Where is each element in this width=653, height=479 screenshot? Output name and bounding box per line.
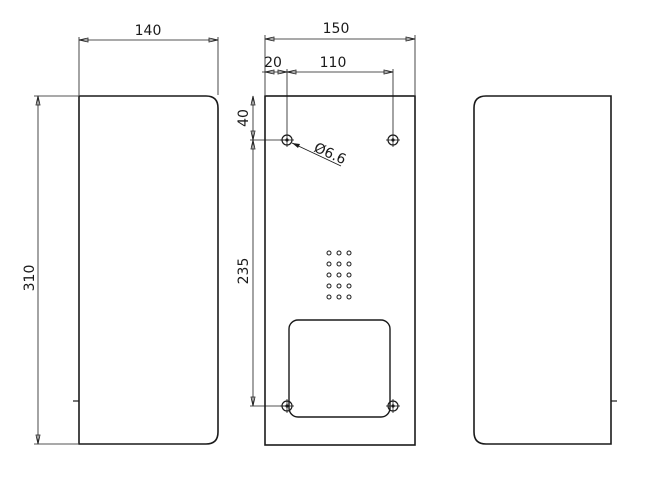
- mounting-hole-top-right: [386, 133, 400, 147]
- dimension-hole-y: 40 235: [236, 95, 286, 407]
- left-side-view: [73, 95, 219, 445]
- grille-hole: [326, 272, 332, 278]
- grille-hole: [336, 283, 342, 289]
- dimension-label-235: 235: [236, 258, 252, 285]
- mounting-hole-bottom-right: [386, 399, 400, 413]
- dimension-label-20: 20: [264, 55, 282, 71]
- dimension-width-front: 150: [264, 21, 416, 95]
- speaker-grille: [326, 250, 352, 300]
- grille-hole: [326, 283, 332, 289]
- right-side-view: [473, 95, 617, 445]
- left-view-outline: [78, 95, 219, 445]
- grille-hole: [336, 272, 342, 278]
- dimension-hole-x: 20 110: [262, 55, 394, 133]
- right-view-outline: [473, 95, 612, 445]
- grille-hole: [346, 294, 352, 300]
- dimension-label-110: 110: [320, 55, 347, 71]
- front-view: [264, 95, 416, 446]
- dimension-label-40: 40: [236, 109, 252, 127]
- grille-hole: [346, 283, 352, 289]
- dimension-label-diameter: Ø6.6: [311, 140, 348, 168]
- grille-hole: [346, 261, 352, 267]
- grille-hole: [326, 261, 332, 267]
- front-view-outline: [264, 95, 416, 446]
- grille-hole: [336, 294, 342, 300]
- dimension-label-310: 310: [22, 265, 38, 292]
- dimension-hole-diameter: Ø6.6: [291, 140, 348, 168]
- grille-hole: [336, 250, 342, 256]
- grille-hole: [346, 272, 352, 278]
- front-window: [288, 319, 391, 418]
- grille-hole: [326, 250, 332, 256]
- grille-hole: [326, 294, 332, 300]
- dimension-label-140: 140: [135, 23, 162, 39]
- dimension-label-150: 150: [323, 21, 350, 37]
- dimension-height: 310: [22, 95, 78, 445]
- grille-hole: [336, 261, 342, 267]
- grille-hole: [346, 250, 352, 256]
- dimension-width-side: 140: [78, 23, 219, 95]
